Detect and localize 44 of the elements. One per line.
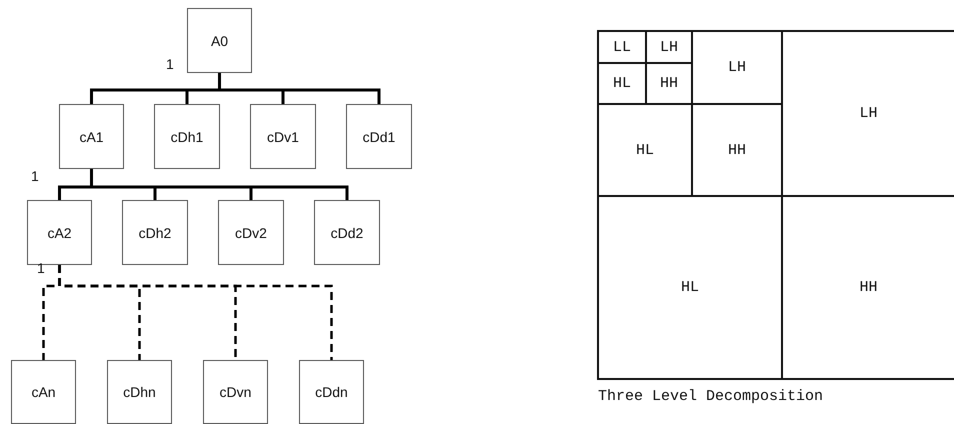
coefficient-box	[299, 360, 364, 424]
node-label: HH	[660, 75, 678, 92]
node-label: HH	[728, 142, 746, 158]
coefficient-box	[122, 200, 188, 265]
node-label: LH	[728, 59, 746, 76]
level-number: 1	[37, 260, 45, 276]
coefficient-box	[11, 360, 76, 424]
node-label: cDv2	[235, 224, 267, 240]
connector-line	[90, 169, 348, 200]
coefficient-box	[59, 104, 124, 169]
node-label: cDh2	[138, 224, 172, 240]
coefficient-box	[346, 104, 412, 169]
level-number: 1	[166, 56, 174, 72]
subband-cell	[597, 30, 647, 64]
node-label: cDh1	[170, 128, 204, 144]
figure-caption: Three Level Decomposition	[598, 388, 824, 405]
node-label: cAn	[31, 384, 56, 400]
coefficient-box	[154, 104, 220, 169]
node-label: cDv1	[267, 128, 299, 144]
coefficient-box	[107, 360, 172, 424]
node-label: HL	[636, 142, 654, 158]
node-label: cDhn	[123, 384, 156, 400]
level-number: 1	[31, 168, 39, 184]
coefficient-box	[27, 200, 92, 265]
node-label: cDd1	[362, 128, 396, 144]
node-label: LH	[859, 105, 878, 122]
node-label: cA2	[47, 224, 72, 240]
node-label: cDvn	[220, 384, 252, 400]
coefficient-box	[187, 8, 252, 73]
coefficient-box	[218, 200, 284, 265]
node-label: cDdn	[315, 384, 348, 400]
node-label: A0	[210, 32, 228, 48]
node-label: HL	[612, 75, 631, 92]
node-label: cDd2	[330, 224, 364, 240]
node-label: HL	[680, 279, 699, 296]
node-label: LH	[660, 38, 678, 56]
node-label: LL	[612, 38, 631, 56]
node-label: HH	[859, 279, 878, 296]
coefficient-box	[203, 360, 268, 424]
connector-line	[58, 265, 333, 360]
subband-cell	[597, 195, 783, 380]
coefficient-box	[250, 104, 316, 169]
node-label: cA1	[79, 128, 104, 144]
coefficient-box	[314, 200, 380, 265]
